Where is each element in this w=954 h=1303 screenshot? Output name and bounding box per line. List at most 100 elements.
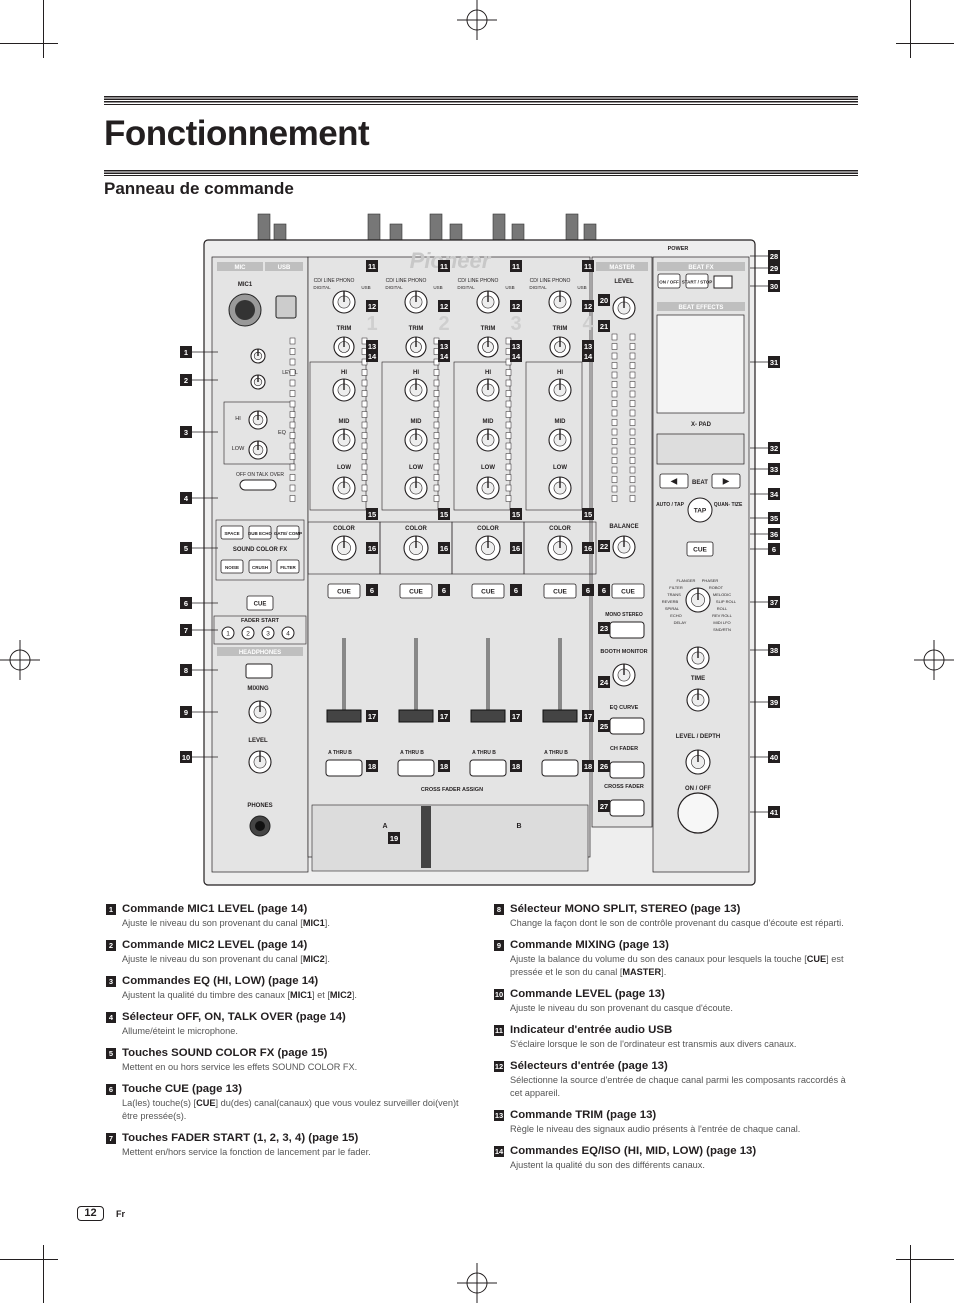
level-depth-label: LEVEL / DEPTH: [676, 734, 721, 740]
callout-right-text: 32: [770, 444, 778, 453]
balance-label: BALANCE: [609, 524, 638, 530]
level-meter-segment: [289, 453, 296, 460]
callout-channel: [366, 260, 378, 272]
level-meter-segment: [289, 442, 296, 450]
fader-track: [558, 638, 562, 718]
color-label: COLOR: [405, 526, 427, 532]
callout-master-text: 26: [600, 762, 608, 771]
registration-mark: [914, 640, 954, 680]
callout-master: [598, 676, 610, 688]
beat-fx-cue-button: [686, 541, 714, 557]
callout-channel-text: 18: [368, 762, 376, 771]
callout-channel: [582, 584, 594, 596]
fx-button-label: SPACE: [224, 531, 239, 536]
eq-low-label: LOW: [553, 465, 567, 471]
level-meter-segment: [433, 421, 440, 429]
callout-channel-text: 15: [368, 510, 376, 519]
callout-channel: [510, 584, 522, 596]
time-label: TIME: [691, 676, 705, 682]
level-meter-segment: [505, 474, 512, 481]
callout-channel-text: 11: [440, 262, 448, 271]
callout-channel: [438, 300, 450, 312]
level-meter-segment: [433, 411, 440, 418]
callout-right-text: 28: [770, 252, 778, 261]
callout-channel-text: 17: [584, 712, 592, 721]
fader-track: [486, 638, 490, 718]
level-meter-segment: [289, 463, 296, 471]
master-meter-segment: [629, 419, 636, 426]
master-meter-segment: [629, 428, 636, 436]
callout-master-text: 21: [600, 322, 608, 331]
callout-left: [180, 597, 192, 609]
level-meter-segment: [433, 432, 440, 439]
registration-mark: [0, 640, 40, 680]
fader-start-button: [241, 626, 255, 640]
auto-tap-label: AUTO / TAP: [656, 502, 685, 508]
usb-label: USB: [577, 285, 586, 290]
item-description: S'éclaire lorsque le son de l'ordinateur…: [510, 1039, 797, 1049]
eq-low-label: LOW: [409, 465, 423, 471]
crossfader-assign-switch: [541, 759, 579, 777]
item-title: Sélecteurs d'entrée (page 13): [510, 1060, 668, 1072]
level-meter-segment: [361, 463, 368, 471]
callout-channel-text: 12: [512, 302, 520, 311]
master-meter-segment: [611, 428, 618, 436]
item-title: Sélecteur OFF, ON, TALK OVER (page 14): [122, 1011, 346, 1023]
section-label: BEAT EFFECTS: [679, 305, 724, 311]
callout-right: [768, 250, 780, 262]
master-meter-segment: [629, 343, 636, 350]
master-meter-segment: [611, 333, 618, 341]
callout-channel: [582, 508, 594, 520]
item-title: Touches FADER START (1, 2, 3, 4) (page 1…: [122, 1132, 359, 1144]
fx-button-label: CRUSH: [252, 565, 268, 570]
fader-start-number: 2: [246, 631, 250, 638]
beat-fx-mode: REVERB: [662, 599, 679, 604]
level-meter-segment: [433, 474, 440, 481]
callout-channel-text: 15: [440, 510, 448, 519]
beat-fx-on-off-button: [657, 273, 681, 289]
brand-logo: Pioneer: [410, 248, 492, 273]
beat-right-button-label: ▶: [722, 477, 730, 486]
callout-channel-text: 12: [440, 302, 448, 311]
crop-mark: [910, 0, 911, 58]
level-meter-segment: [361, 442, 368, 450]
callout-right-text: 29: [770, 264, 778, 273]
crop-mark: [43, 0, 44, 58]
crossfader-assign-label: A THRU B: [328, 750, 352, 756]
item-description: Ajuste le niveau du son provenant du can…: [122, 954, 330, 964]
input-select-label: CD/ LINE PHONO: [314, 278, 355, 284]
color-box: [523, 521, 597, 575]
start-stop-button-label: START / STOP: [682, 280, 713, 285]
eq-mid-label: MID: [339, 419, 351, 425]
callout-channel: [366, 584, 378, 596]
beat-fx-mode: TRANS: [667, 592, 681, 597]
callout-left: [180, 706, 192, 718]
callout-channel: [366, 760, 378, 772]
fx-button: [276, 559, 300, 574]
level-meter-segment: [361, 421, 368, 429]
item-number: 5: [106, 1048, 116, 1059]
eq-low-label: LOW: [337, 465, 351, 471]
channel-number: 1: [366, 313, 377, 335]
item-description: La(les) touche(s) [CUE] du(des) canal(ca…: [122, 1098, 459, 1121]
phones-label: PHONES: [247, 803, 272, 809]
input-select-label: CD/ LINE PHONO: [530, 278, 571, 284]
callout-channel-text: 13: [512, 342, 520, 351]
fx-button-label: DUB ECHO: [248, 531, 273, 536]
talk-over-switch: [239, 479, 277, 491]
channel-cue-button: [471, 583, 505, 599]
callout-left-text: 10: [182, 753, 190, 762]
callout-right: [768, 488, 780, 500]
beat-fx-mode: SLIP ROLL: [716, 599, 737, 604]
section-label: MIC: [235, 265, 247, 271]
master-meter-segment: [629, 352, 636, 360]
item-title: Commande MIXING (page 13): [510, 939, 669, 951]
level-meter-segment: [433, 379, 440, 387]
item-description: Ajustent la qualité du timbre des canaux…: [122, 990, 357, 1000]
color-label: COLOR: [477, 526, 499, 532]
level-meter-segment: [289, 369, 296, 376]
